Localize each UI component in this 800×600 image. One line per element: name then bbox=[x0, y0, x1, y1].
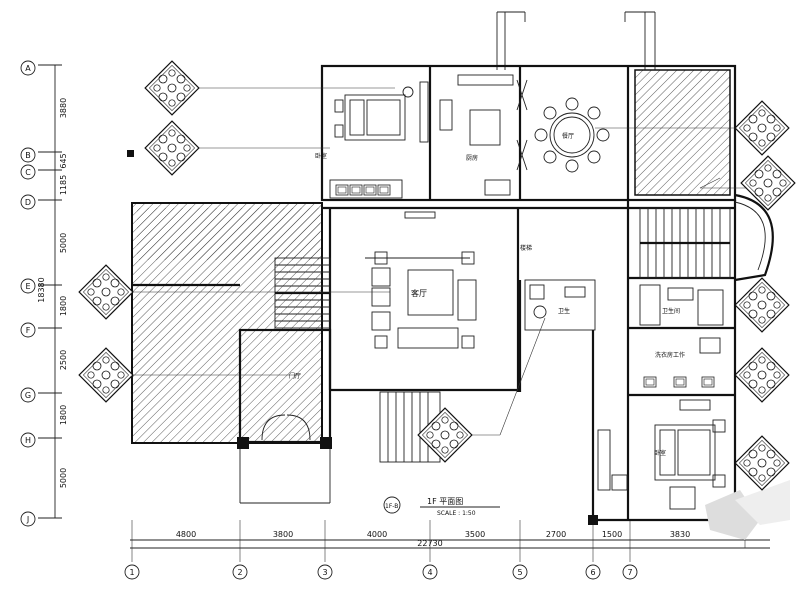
axis-bottom-1: 1 bbox=[129, 568, 134, 577]
dim-left-7: 1800 bbox=[59, 405, 68, 425]
wardrobe-row bbox=[329, 179, 403, 199]
bottom-axis-bubbles: 1 2 3 4 5 6 7 bbox=[124, 564, 638, 580]
dim-bottom-6: 1500 bbox=[602, 530, 622, 539]
bottom-dimension-chain: 4800 3800 4000 3500 2700 1500 3830 22730 bbox=[130, 520, 770, 562]
building-walls bbox=[131, 11, 774, 525]
section-marker: 1F-B bbox=[385, 503, 398, 510]
material-tag-2 bbox=[144, 120, 200, 176]
dim-bottom-5: 2700 bbox=[546, 530, 566, 539]
label-dining: 餐厅 bbox=[562, 132, 574, 140]
drawing-title-block: 1F-B 1F 平面图 SCALE : 1:50 bbox=[383, 496, 500, 517]
label-toilet: 卫生 bbox=[558, 307, 570, 315]
dim-left-1: 3880 bbox=[59, 98, 68, 118]
faded-corner-marks bbox=[705, 480, 790, 540]
kitchen-island bbox=[439, 74, 528, 196]
dim-left-5: 1800 bbox=[59, 296, 68, 316]
axis-bottom-4: 4 bbox=[427, 568, 432, 577]
axis-left-D: D bbox=[25, 198, 31, 207]
toilet-fixtures bbox=[529, 284, 586, 319]
axis-left-B: B bbox=[25, 151, 31, 160]
left-axis-bubbles: A B C D E F G H J bbox=[20, 60, 36, 527]
reference-marker bbox=[127, 150, 134, 157]
drawing-scale: SCALE : 1:50 bbox=[437, 510, 476, 517]
axis-left-C: C bbox=[25, 168, 31, 177]
axis-left-J: J bbox=[26, 515, 29, 524]
axis-bottom-5: 5 bbox=[517, 568, 522, 577]
material-tag-3 bbox=[78, 264, 134, 320]
axis-left-A: A bbox=[25, 64, 31, 73]
dim-bottom-4: 3500 bbox=[465, 530, 485, 539]
material-tag-8 bbox=[734, 277, 790, 333]
dining-table bbox=[534, 97, 610, 173]
label-bedroom-top: 卧室 bbox=[315, 152, 327, 160]
dim-left-total: 18380 bbox=[37, 277, 46, 302]
material-tag-6 bbox=[734, 100, 790, 156]
dim-left-3: 1185 bbox=[59, 175, 68, 195]
material-tag-5 bbox=[417, 407, 473, 463]
label-living: 客厅 bbox=[411, 288, 427, 298]
material-tag-10 bbox=[734, 435, 790, 491]
foyer-door bbox=[261, 414, 311, 441]
dim-left-4: 5000 bbox=[59, 233, 68, 253]
axis-bottom-6: 6 bbox=[590, 568, 595, 577]
dim-bottom-1: 4800 bbox=[176, 530, 196, 539]
label-bedroom-right: 卧室 bbox=[654, 449, 666, 457]
dim-left-2: 645 bbox=[59, 153, 68, 168]
label-kitchen: 厨房 bbox=[466, 154, 478, 162]
stair-central bbox=[274, 257, 331, 329]
axis-left-E: E bbox=[25, 282, 30, 291]
dim-left-8: 5000 bbox=[59, 468, 68, 488]
dim-bottom-total: 22730 bbox=[417, 539, 442, 548]
bath-fixtures bbox=[639, 284, 724, 326]
laundry-chairs bbox=[643, 337, 721, 388]
axis-left-F: F bbox=[26, 326, 31, 335]
dim-bottom-3: 4000 bbox=[367, 530, 387, 539]
dim-bottom-2: 3800 bbox=[273, 530, 293, 539]
material-tag-7 bbox=[740, 155, 796, 211]
material-tag-4 bbox=[78, 347, 134, 403]
axis-left-H: H bbox=[25, 436, 31, 445]
bed-top bbox=[334, 81, 429, 143]
material-tag-9 bbox=[734, 347, 790, 403]
drawing-title: 1F 平面图 bbox=[427, 497, 463, 506]
living-sofa-set bbox=[365, 211, 477, 349]
label-stair: 楼梯 bbox=[520, 244, 532, 252]
label-laundry: 洗衣房工作 bbox=[655, 351, 685, 359]
label-foyer: 门厅 bbox=[289, 372, 301, 380]
label-bath-right: 卫生间 bbox=[662, 307, 680, 315]
axis-bottom-3: 3 bbox=[322, 568, 327, 577]
axis-bottom-7: 7 bbox=[627, 568, 632, 577]
dim-left-6: 2500 bbox=[59, 350, 68, 370]
axis-left-G: G bbox=[25, 391, 31, 400]
dim-bottom-7: 3830 bbox=[670, 530, 690, 539]
bed-right bbox=[597, 399, 726, 510]
leader-lines bbox=[128, 87, 750, 436]
axis-bottom-2: 2 bbox=[237, 568, 242, 577]
stair-right bbox=[639, 207, 731, 279]
left-dimension-chain: 3880 645 1185 5000 1800 2500 1800 5000 1… bbox=[37, 64, 68, 519]
material-tag-1 bbox=[144, 60, 200, 116]
